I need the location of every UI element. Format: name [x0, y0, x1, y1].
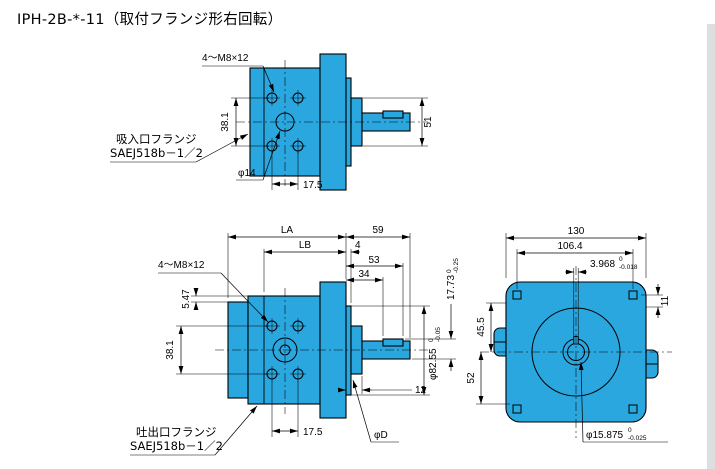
dim-label: 17.5	[303, 427, 323, 438]
dim-label: φ14	[238, 168, 256, 179]
hole-center-marks	[264, 318, 306, 382]
dim-label: 17.5	[303, 180, 323, 191]
dim-key-height-17-73: 17.73 0 -0.25	[405, 258, 460, 371]
dim-mount-upper-45-5: 45.5	[476, 302, 506, 352]
suction-flange-spec: SAEJ518b－1／2	[110, 146, 203, 160]
dim-shaft-diameter-15-875: φ15.875 0 -0.025	[578, 361, 668, 443]
dim-label: 17.73	[446, 275, 457, 300]
dim-label: 5.47	[181, 289, 192, 309]
dim-bolt-spacing-106-4: 106.4	[516, 241, 634, 289]
dim-label: LA	[281, 225, 294, 236]
corner-bolt	[512, 290, 522, 300]
dim-label: LB	[299, 240, 312, 251]
dim-boss-height-51: 51	[363, 97, 434, 147]
shaft-key	[382, 110, 404, 119]
dim-label: 130	[568, 226, 585, 237]
shaft-key	[382, 338, 404, 347]
centerlines	[236, 60, 428, 186]
dim-label: 3.968	[590, 259, 615, 270]
callout-suction-flange: 吸入口フランジ SAEJ518b－1／2	[110, 132, 249, 163]
callout-bolt-pattern: 4～M8×12	[158, 260, 269, 323]
page-title: IPH-2B-*-11（取付フランジ形右回転）	[17, 12, 283, 28]
dim-bolt-spacing-horizontal: 17.5	[271, 381, 323, 438]
dim-key-width-3-968: 3.968 0 -0.018	[565, 256, 638, 336]
dim-label: φ82.55	[428, 348, 439, 380]
dim-bolt-spacing-vertical: 38.1	[220, 97, 269, 147]
dim-label: 34	[358, 269, 370, 280]
corner-bolt	[628, 404, 638, 414]
tolerance-lower: -0.018	[619, 264, 638, 271]
dim-pilot-length-4: 4	[350, 240, 361, 303]
callout-label: 4～M8×12	[202, 53, 249, 64]
tolerance-lower: -0.25	[453, 258, 460, 273]
corner-bolt	[512, 404, 522, 414]
corner-bolt	[628, 290, 638, 300]
suction-flange-label: 吸入口フランジ	[116, 132, 197, 146]
front-view: 130 106.4 3.968 0 -0.018 45.5	[466, 226, 672, 443]
dim-label: φ15.875	[586, 430, 624, 441]
dim-ear-offset-11: 11	[641, 284, 671, 318]
ear-slot-lines	[494, 341, 658, 365]
dim-label: 38.1	[220, 112, 231, 132]
dim-key-start-34: 34	[346, 269, 384, 336]
tolerance-lower: -0.025	[628, 435, 647, 442]
hole-center-marks	[264, 90, 306, 154]
dim-label: φD	[374, 430, 388, 441]
discharge-flange-label: 吐出口フランジ	[136, 425, 217, 439]
pilot-boss	[345, 305, 352, 396]
dim-label: 53	[368, 255, 380, 266]
tolerance-upper: 0	[428, 338, 435, 342]
side-view: LA 59 LB 4 53	[130, 225, 460, 456]
dim-key-end-53: 53	[346, 255, 404, 336]
dim-label: 106.4	[557, 241, 582, 252]
dim-overall-width-130: 130	[505, 226, 647, 278]
page-edge-shadow	[707, 24, 715, 469]
dim-label: 12	[415, 385, 427, 396]
dim-label: 45.5	[476, 317, 487, 337]
tolerance-upper: 0	[446, 269, 453, 273]
dim-shaft-length-59: 59	[346, 225, 411, 338]
top-view: 38.1 17.5 51 4～M8×12 吸入口フランジ SAEJ518b－1／…	[110, 53, 434, 191]
centerlines	[480, 266, 672, 438]
dim-label: 51	[423, 116, 434, 128]
centerlines	[215, 288, 430, 414]
dim-overall-length-LA: LA	[227, 225, 347, 298]
dim-bolt-spacing-horizontal: 17.5	[271, 152, 323, 191]
callout-discharge-flange: 吐出口フランジ SAEJ518b－1／2	[130, 405, 258, 456]
discharge-flange-spec: SAEJ518b－1／2	[130, 439, 223, 453]
dim-bolt-spacing-vertical: 38.1	[165, 325, 269, 375]
dim-boss-length-12: 12	[338, 376, 427, 396]
callout-label: 4～M8×12	[158, 260, 205, 271]
tolerance-upper: 0	[628, 427, 632, 434]
dim-label: 59	[372, 225, 384, 236]
tolerance-upper: 0	[619, 256, 623, 263]
dim-offset-5-47: 5.47	[181, 288, 248, 310]
dim-label: 11	[660, 295, 671, 306]
dim-label: 52	[466, 372, 477, 384]
dim-pilot-diameter-82-55: φ82.55 0 -0.05	[351, 305, 442, 396]
callout-bolt-pattern: 4～M8×12	[202, 53, 275, 93]
tolerance-lower: -0.05	[435, 327, 442, 342]
callout-port-diameter: φ14	[236, 130, 281, 181]
callout-port-diameter: φD	[352, 379, 399, 443]
dim-mount-lower-52: 52	[466, 352, 510, 405]
dim-body-length-LB: LB	[263, 240, 346, 292]
dim-label: 38.1	[165, 340, 176, 360]
dim-label: 4	[355, 240, 361, 251]
